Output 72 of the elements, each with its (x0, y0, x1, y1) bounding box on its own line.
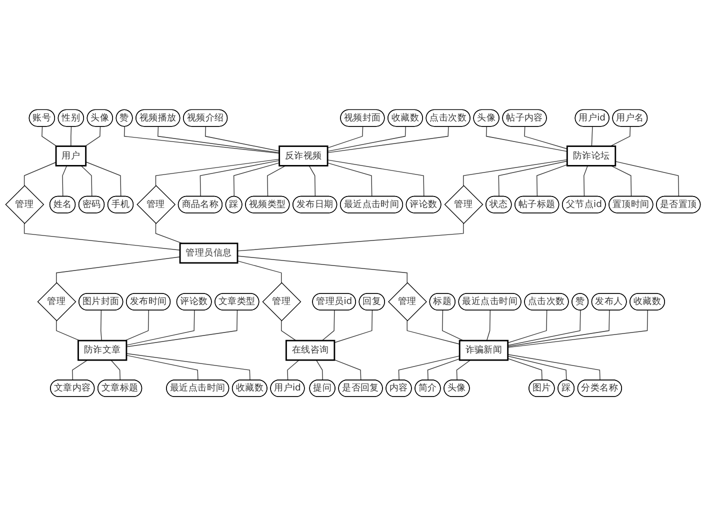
connector (85, 162, 122, 198)
node-diamond: 管理 (37, 282, 76, 322)
connector (507, 310, 581, 346)
connector (398, 356, 460, 382)
connector (498, 161, 568, 198)
connector (80, 166, 92, 198)
node-diamond: 管理 (136, 185, 176, 224)
connector (237, 224, 464, 252)
connector (507, 310, 648, 348)
connector (456, 360, 471, 382)
node-diamond: 管理 (444, 185, 484, 224)
connector (24, 224, 180, 251)
connector (124, 126, 280, 154)
connector (486, 126, 568, 152)
node-box: 在线咨询 (286, 340, 336, 362)
connector (406, 320, 460, 345)
connector (615, 161, 680, 198)
connector (56, 256, 180, 284)
connector (70, 126, 72, 147)
connector (322, 310, 335, 342)
connector (327, 162, 372, 198)
connector (42, 126, 57, 147)
connector (507, 358, 542, 382)
connector (327, 160, 424, 198)
connector (155, 159, 280, 186)
node-box: 反诈视频 (278, 146, 328, 167)
connector (237, 256, 408, 284)
connector (158, 126, 280, 154)
connector (463, 160, 568, 186)
node-box: 防诈文章 (78, 340, 128, 362)
connector (287, 360, 300, 382)
connector (507, 356, 567, 382)
node-box: 防诈论坛 (566, 146, 616, 167)
node-diamond: 管理 (5, 185, 44, 224)
node-box: 诈骗新闻 (458, 340, 509, 362)
connector (62, 166, 68, 198)
connector (204, 126, 280, 152)
connector (334, 360, 362, 382)
connector (126, 310, 238, 348)
connector (327, 126, 364, 149)
connector (507, 354, 600, 382)
connector (126, 355, 198, 382)
connector (486, 310, 491, 342)
connector (126, 310, 195, 346)
connector (427, 358, 460, 382)
connector (24, 162, 56, 186)
connector (281, 320, 296, 342)
node-diamond: 管理 (262, 282, 302, 322)
connector (110, 360, 120, 382)
node-diamond: 管理 (388, 282, 427, 322)
node-box: 用户 (55, 146, 87, 167)
connector (584, 166, 588, 198)
connector (155, 224, 183, 244)
connector (84, 126, 101, 147)
connector (200, 160, 280, 198)
connector (100, 310, 102, 342)
connector (308, 166, 316, 198)
connector (126, 354, 250, 382)
connector (591, 126, 593, 147)
connector (327, 126, 449, 154)
connector (610, 126, 631, 147)
connector (507, 310, 548, 344)
node-box: 管理员信息 (179, 243, 238, 264)
connector (72, 360, 88, 382)
connector (237, 260, 282, 284)
connector (233, 162, 280, 198)
connector (507, 310, 610, 348)
connector (334, 310, 373, 344)
connector (327, 126, 406, 152)
connector (56, 320, 80, 342)
connector (524, 126, 568, 150)
connector (316, 360, 324, 382)
